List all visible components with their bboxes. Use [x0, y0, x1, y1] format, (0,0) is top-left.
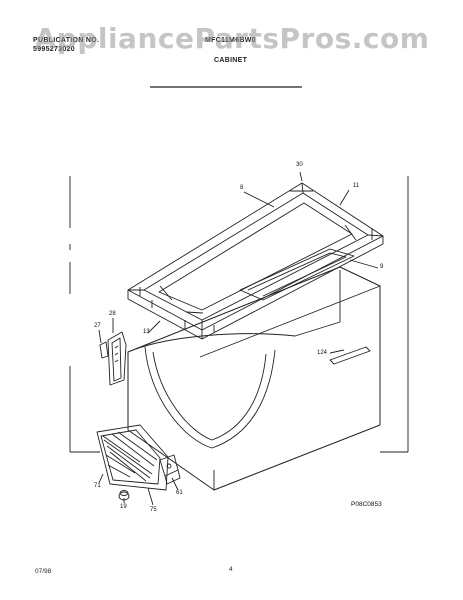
- lid-liner-strip: [239, 248, 355, 301]
- callout-124: 124: [317, 350, 328, 356]
- footer-page-number: 4: [229, 566, 233, 573]
- callout-28: 28: [109, 311, 116, 317]
- leader-13: [147, 320, 161, 334]
- hinge-clip-27: [99, 341, 109, 359]
- cabinet-body: [127, 266, 381, 491]
- frame-right-bracket: [380, 176, 409, 453]
- leader-27: [98, 329, 102, 344]
- leader-8: [243, 191, 275, 208]
- leader-124: [329, 349, 345, 354]
- leader-9: [349, 259, 379, 269]
- callout-61: 61: [176, 490, 183, 496]
- grille-panel-71: [96, 424, 169, 491]
- footer-date: 07/98: [35, 568, 52, 575]
- callout-9: 9: [380, 264, 384, 270]
- leader-11: [339, 189, 350, 206]
- callout-27: 27: [94, 323, 101, 329]
- lid-gasket-frame: [127, 182, 384, 340]
- leader-75: [147, 487, 154, 506]
- model-number: MFC11M6BW0: [205, 37, 256, 44]
- callout-19: 19: [120, 504, 127, 510]
- section-title: CABINET: [214, 57, 248, 64]
- frame-left-bracket: [69, 176, 100, 453]
- callout-30: 30: [296, 162, 303, 168]
- leader-61: [171, 477, 179, 491]
- publication-label: PUBLICATION NO.: [33, 37, 100, 44]
- label-plate-124: [329, 346, 371, 365]
- callout-11: 11: [353, 183, 360, 189]
- hinge-28: [107, 331, 127, 386]
- callout-71: 71: [94, 483, 101, 489]
- leader-71: [98, 473, 104, 484]
- publication-number: 5995273020: [33, 46, 75, 53]
- figure-code: P08C0853: [351, 501, 382, 508]
- callout-75: 75: [150, 507, 157, 513]
- callout-13: 13: [143, 329, 150, 335]
- callout-8: 8: [240, 185, 244, 191]
- leader-30: [299, 171, 303, 182]
